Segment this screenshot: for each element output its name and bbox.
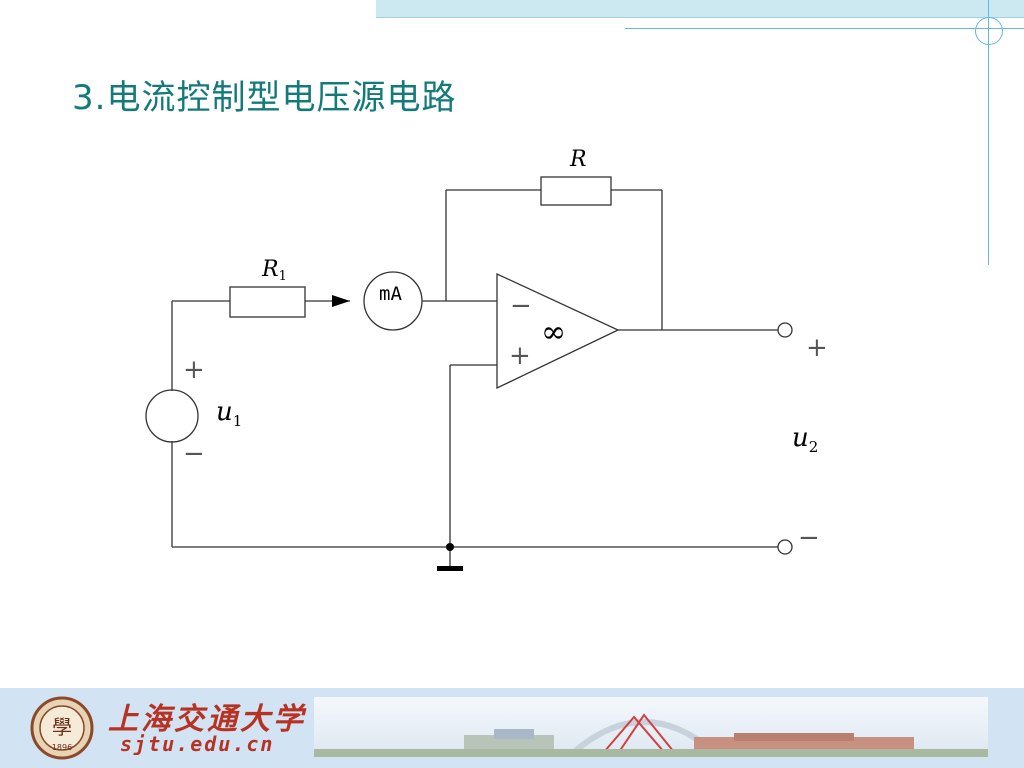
top-decorative-bar — [376, 0, 1024, 18]
opamp-noninverting-sign: + — [509, 341, 531, 371]
source-label: u1 — [216, 397, 242, 430]
current-arrow-icon — [332, 295, 350, 307]
junction-dot — [446, 543, 454, 551]
university-name-logo: 上海交通大学 — [108, 702, 306, 737]
ammeter-label: mA — [379, 283, 402, 305]
slide-title: 3.电流控制型电压源电路 — [72, 78, 457, 118]
campus-photo — [314, 697, 988, 757]
university-url: sjtu.edu.cn — [120, 732, 275, 756]
feedback-resistor-label: R — [569, 147, 587, 172]
ground-symbol — [437, 566, 463, 571]
output-label: u2 — [792, 423, 818, 456]
svg-text:學: 學 — [52, 715, 72, 739]
op-amp — [496, 272, 620, 390]
voltage-source — [145, 389, 199, 443]
source-minus-sign: − — [183, 439, 205, 469]
input-resistor — [229, 286, 306, 318]
decorative-vertical-line — [988, 0, 989, 265]
feedback-resistor — [540, 176, 612, 206]
decorative-horizontal-line — [625, 28, 1024, 29]
input-resistor-label: R1 — [261, 257, 287, 284]
decorative-circle — [975, 17, 1003, 45]
university-seal-icon: 學 1896 — [30, 696, 94, 760]
opamp-gain-symbol: ∞ — [541, 315, 566, 350]
opamp-inverting-sign: − — [510, 291, 532, 321]
output-terminal-bottom — [777, 539, 793, 555]
svg-text:1896: 1896 — [52, 743, 72, 752]
output-minus-sign: − — [798, 523, 820, 553]
output-plus-sign: + — [806, 333, 828, 363]
circuit-diagram: R R1 mA + − u1 − + ∞ + − u2 — [145, 147, 828, 571]
source-plus-sign: + — [183, 355, 205, 385]
output-terminal-top — [777, 322, 793, 338]
